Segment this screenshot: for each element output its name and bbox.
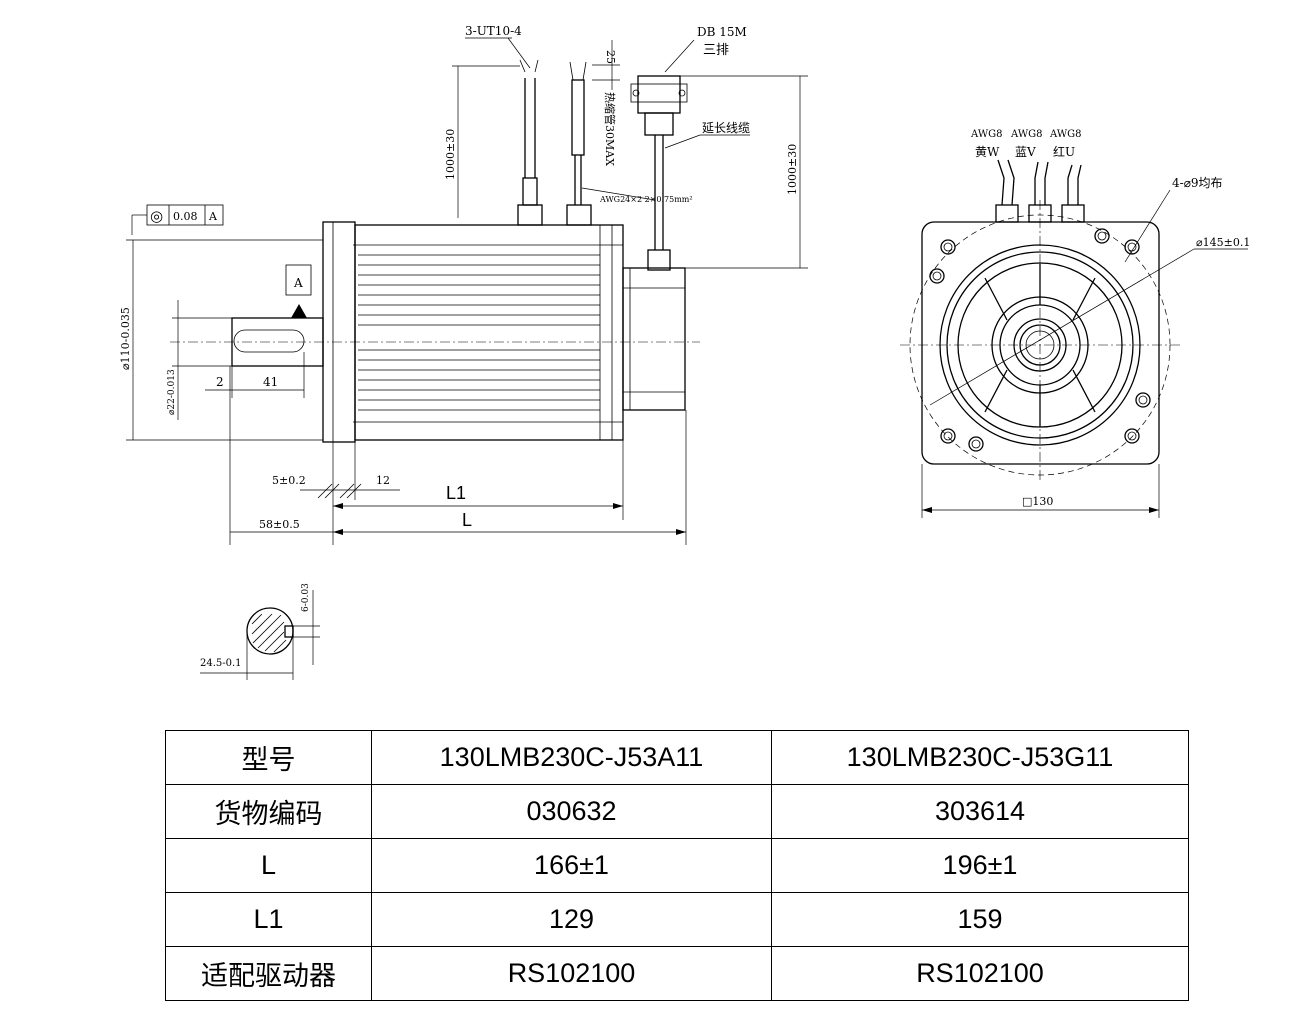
dim-12: 12 <box>376 474 390 487</box>
dim-L1: L1 <box>446 483 466 503</box>
pcd-label: ⌀145±0.1 <box>1196 236 1250 249</box>
table-cell: 130LMB230C-J53G11 <box>771 730 1189 785</box>
dim-5: 5±0.2 <box>272 474 306 487</box>
table-cell: 130LMB230C-J53A11 <box>371 730 772 785</box>
square-label: □130 <box>1022 495 1053 508</box>
motor-body <box>354 224 624 441</box>
dim-41: 41 <box>263 375 278 389</box>
heatshrink-label: 热缩管30MAX <box>603 92 617 166</box>
wire-w-color: 黄W <box>975 145 1000 159</box>
encoder-cable <box>630 75 688 271</box>
dim-L: L <box>462 510 472 530</box>
table-cell: RS102100 <box>371 946 772 1001</box>
table-cell: 196±1 <box>771 838 1189 893</box>
wire-u-gauge: AWG8 <box>1049 129 1081 140</box>
encoder-cover <box>622 267 686 411</box>
row-label-L: L <box>165 838 372 893</box>
power-cable <box>517 59 592 226</box>
spec-table: 型号 130LMB230C-J53A11 130LMB230C-J53G11 货… <box>165 730 1189 1001</box>
ext-cable-label: 延长线缆 <box>702 121 750 135</box>
cooling-fins <box>358 254 600 411</box>
power-cable-label: 3-UT10-4 <box>465 24 522 38</box>
tolerance-frame: ◎ 0.08 A <box>131 204 224 235</box>
shaft-key <box>233 329 305 353</box>
side-view: 1000±30 3-UT10-4 25 热缩管30MAX AWG24×2 2×0… <box>119 24 808 545</box>
front-view: AWG8 黄W AWG8 蓝V AWG8 红U 4-⌀9均布 ⌀145±0.1 … <box>900 129 1250 518</box>
table-row: L1 129 159 <box>165 892 1189 947</box>
svg-text:0.08: 0.08 <box>173 210 198 223</box>
svg-text:A: A <box>208 210 218 223</box>
sleeve-dim: 25 <box>604 50 617 64</box>
holes-label: 4-⌀9均布 <box>1172 176 1223 190</box>
wire-v-color: 蓝V <box>1015 145 1036 159</box>
row-label-driver: 适配驱动器 <box>165 946 372 1001</box>
table-row: 适配驱动器 RS102100 RS102100 <box>165 946 1189 1001</box>
key-width-label: 6-0.03 <box>301 583 311 612</box>
table-row: L 166±1 196±1 <box>165 838 1189 893</box>
datum-label: A <box>293 276 303 290</box>
cable-length-right: 1000±30 <box>786 144 799 195</box>
key-section: 6-0.03 24.5-0.1 <box>200 583 320 680</box>
wire-v-gauge: AWG8 <box>1010 129 1042 140</box>
shield-wire-label: AWG24×2 2×0.75mm² <box>599 195 693 204</box>
table-row: 型号 130LMB230C-J53A11 130LMB230C-J53G11 <box>165 730 1189 785</box>
table-cell: 166±1 <box>371 838 772 893</box>
front-wires <box>995 159 1085 223</box>
cable-length-left: 1000±30 <box>444 129 457 180</box>
mounting-holes <box>929 228 1151 452</box>
datum-box <box>285 264 312 296</box>
row-label-L1: L1 <box>165 892 372 947</box>
flange <box>322 221 356 443</box>
table-cell: 030632 <box>371 784 772 839</box>
flange-spokes <box>984 264 1096 427</box>
flange-diameter: ⌀110-0.035 <box>119 307 132 370</box>
row-label-model: 型号 <box>165 730 372 785</box>
datum-triangle <box>291 304 307 318</box>
motor-dimension-drawing: 1000±30 3-UT10-4 25 热缩管30MAX AWG24×2 2×0… <box>119 24 1250 680</box>
table-row: 货物编码 030632 303614 <box>165 784 1189 839</box>
shaft-diameter: ⌀22-0.013 <box>167 369 177 415</box>
dim-2: 2 <box>216 375 224 389</box>
table-cell: 159 <box>771 892 1189 947</box>
table-cell: 129 <box>371 892 772 947</box>
wire-u-color: 红U <box>1053 144 1075 159</box>
encoder-rows-label: 三排 <box>703 43 729 58</box>
db15-connector <box>637 75 681 114</box>
wire-w-gauge: AWG8 <box>970 129 1002 140</box>
dim-58: 58±0.5 <box>259 518 300 531</box>
svg-text:◎: ◎ <box>150 207 163 225</box>
row-label-goods-code: 货物编码 <box>165 784 372 839</box>
table-cell: 303614 <box>771 784 1189 839</box>
key-depth-label: 24.5-0.1 <box>200 658 242 669</box>
encoder-connector-label: DB 15M <box>697 25 747 39</box>
table-cell: RS102100 <box>771 946 1189 1001</box>
